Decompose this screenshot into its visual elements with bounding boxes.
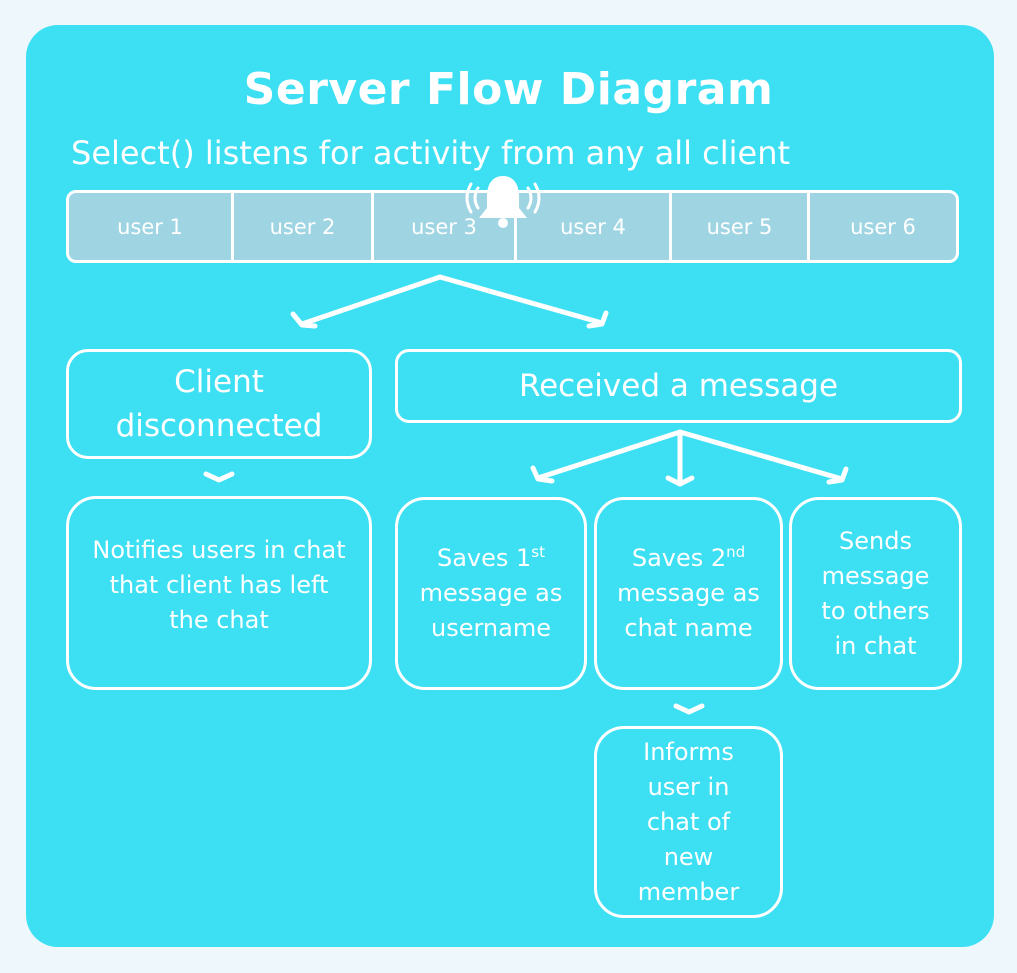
node-notifies-users-text: Notifies users in chat that client has l… bbox=[92, 535, 346, 634]
node-received-message-text: Received a message bbox=[518, 368, 839, 404]
user-cell-4: user 4 bbox=[517, 193, 672, 260]
node-saves-second-sup: nd bbox=[726, 543, 746, 561]
node-notifies-users: Notifies users in chat that client has l… bbox=[66, 496, 372, 690]
bell-ringing-icon bbox=[465, 176, 541, 228]
user-cell-2: user 2 bbox=[234, 193, 374, 260]
node-saves-second: Saves 2nd message as chat name bbox=[594, 497, 783, 690]
user-cell-6: user 6 bbox=[850, 214, 916, 239]
user-cell-1: user 1 bbox=[69, 193, 234, 260]
diagram-subtitle: Select() listens for activity from any a… bbox=[71, 134, 791, 172]
arrow-to-client-disconnected bbox=[299, 274, 443, 327]
node-saves-second-prefix: Saves 2 bbox=[631, 544, 727, 572]
node-received-message: Received a message bbox=[395, 349, 962, 423]
node-saves-first: Saves 1st message as username bbox=[395, 497, 587, 690]
node-saves-first-prefix: Saves 1 bbox=[436, 544, 532, 572]
user-cell-3: user 3 bbox=[374, 193, 517, 260]
node-saves-first-sup: st bbox=[531, 543, 545, 561]
node-informs-user: Informs user in chat of new member bbox=[594, 726, 783, 918]
diagram-title: Server Flow Diagram bbox=[243, 64, 774, 115]
node-saves-first-rest: message as username bbox=[419, 579, 563, 642]
node-sends-message-text: Sends message to others in chat bbox=[821, 526, 930, 660]
arrow-to-saves-first bbox=[535, 429, 683, 481]
arrow-to-notifies bbox=[203, 471, 235, 483]
arrow-to-informs bbox=[673, 703, 705, 715]
node-informs-user-text: Informs user in chat of new member bbox=[637, 737, 740, 906]
arrow-to-sends-message bbox=[677, 429, 845, 482]
node-client-disconnected: Client disconnected bbox=[66, 349, 372, 459]
arrow-to-received-message bbox=[437, 274, 605, 326]
user-cell-5: user 5 bbox=[672, 193, 810, 260]
node-saves-second-rest: message as chat name bbox=[617, 579, 760, 642]
node-client-disconnected-text: Client disconnected bbox=[115, 364, 323, 444]
node-sends-message: Sends message to others in chat bbox=[789, 497, 962, 690]
